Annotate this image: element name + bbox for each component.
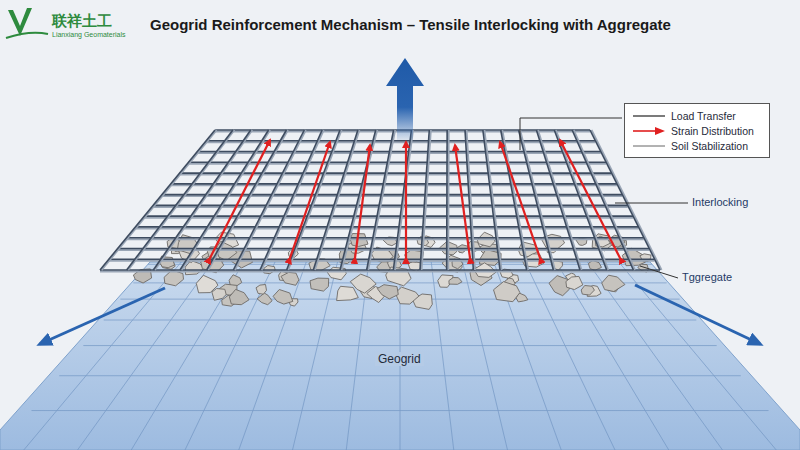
legend-sample (631, 126, 667, 136)
tension-arrow-right (635, 285, 760, 344)
aggregate-leader (640, 266, 678, 278)
legend-text: Load Transfer (671, 110, 736, 122)
load-arrow-up (386, 58, 424, 140)
part-label: Geogrid (375, 352, 424, 366)
legend-row: Load Transfer (631, 108, 763, 123)
logo-text: 联祥土工 (52, 12, 112, 31)
plane-grid (24, 262, 777, 450)
legend-text: Strain Distribution (671, 125, 754, 137)
logo-subtitle: Lianxiang Geomaterials (52, 31, 126, 38)
legend-text: Soil Stabilization (671, 140, 748, 152)
logo-swoosh (6, 33, 48, 38)
logo-mark (8, 8, 32, 36)
geogrid-mesh (100, 130, 662, 272)
callout-label: Tggregate (682, 271, 732, 283)
strain-arrows (210, 140, 620, 258)
callout-label: Interlocking (692, 196, 748, 208)
legend-box: Load TransferStrain DistributionSoil Sta… (624, 103, 770, 158)
legend-sample (631, 111, 667, 121)
ground-plane (0, 262, 800, 450)
legend-row: Soil Stabilization (631, 138, 763, 153)
legend-sample (631, 141, 667, 151)
interlocking-leader (615, 203, 688, 204)
diagram-title: Geogrid Reinforcement Mechanism – Tensil… (150, 16, 671, 33)
legend-row: Strain Distribution (631, 123, 763, 138)
legend-leader (520, 118, 622, 150)
tension-arrow-left (40, 288, 165, 344)
